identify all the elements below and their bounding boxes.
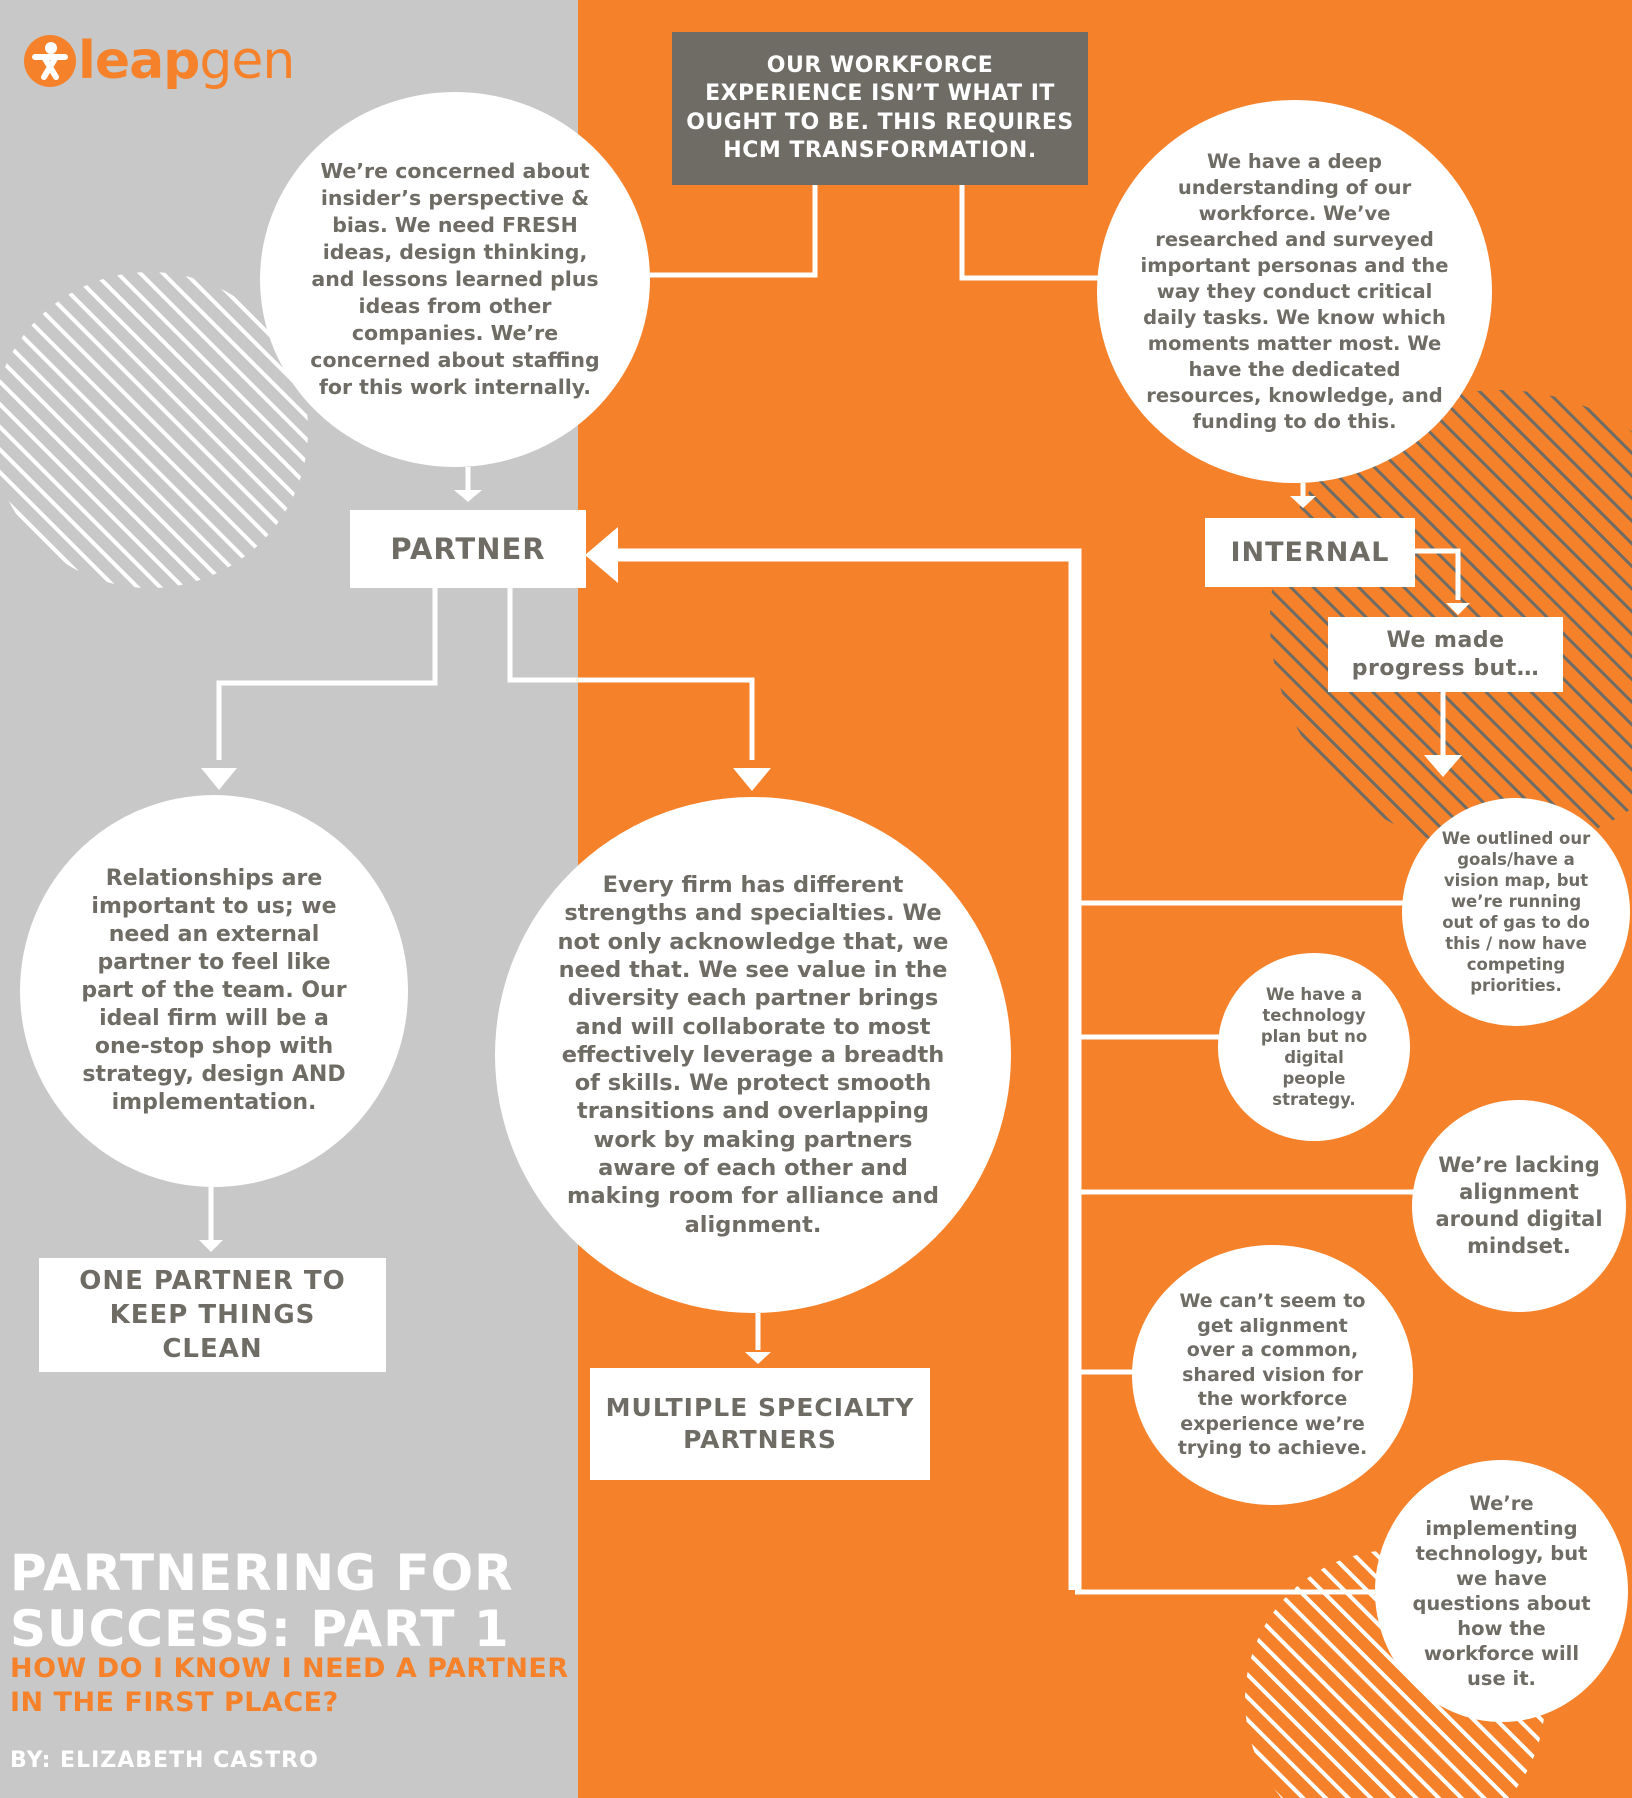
logo-word-gen: gen xyxy=(199,31,295,91)
top-statement-text: OUR WORKFORCE EXPERIENCE ISN’T WHAT IT O… xyxy=(686,52,1074,164)
arrow-to-internal xyxy=(1290,496,1316,508)
circle-outlined-goals-text: We outlined our goals/have a vision map,… xyxy=(1441,829,1591,995)
return-spine xyxy=(610,548,1082,1590)
hatch-circle-left xyxy=(0,272,308,588)
circle-deep-understanding-text: We have a deep understanding of our work… xyxy=(1140,149,1449,433)
circle-concerned-text: We’re concerned about insider’s perspect… xyxy=(310,159,600,399)
arrow-to-partner-big xyxy=(585,527,618,583)
circle-tech-plan-text: We have a technology plan but no digital… xyxy=(1260,985,1368,1109)
connector-partner-one xyxy=(216,588,438,760)
page-subtitle: HOW DO I KNOW I NEED A PARTNER IN THE FI… xyxy=(10,1653,569,1718)
multiple-partners-box: MULTIPLE SPECIALTY PARTNERS xyxy=(590,1368,930,1480)
progress-box: We made progress but… xyxy=(1328,617,1563,692)
arrow-to-every-firm xyxy=(733,768,771,791)
circle-implementing-text: We’re implementing technology, but we ha… xyxy=(1412,1492,1591,1690)
circle-outlined-goals: We outlined our goals/have a vision map,… xyxy=(1402,798,1630,1026)
circle-lacking-alignment-text: We’re lacking alignment around digital m… xyxy=(1435,1153,1603,1258)
circle-deep-understanding: We have a deep understanding of our work… xyxy=(1097,100,1492,483)
circle-every-firm: Every firm has different strengths and s… xyxy=(495,797,1011,1313)
circle-tech-plan: We have a technology plan but no digital… xyxy=(1218,953,1410,1141)
logo-person-icon xyxy=(24,35,76,87)
connector-internal-progress xyxy=(1415,548,1461,600)
top-statement-box: OUR WORKFORCE EXPERIENCE ISN’T WHAT IT O… xyxy=(672,32,1088,185)
multiple-partners-box-text: MULTIPLE SPECIALTY PARTNERS xyxy=(605,1393,915,1454)
one-partner-box-text: ONE PARTNER TO KEEP THINGS CLEAN xyxy=(79,1266,346,1364)
circle-lacking-alignment: We’re lacking alignment around digital m… xyxy=(1412,1100,1626,1312)
leapgen-logo: leapgen xyxy=(22,28,295,94)
circle-implementing: We’re implementing technology, but we ha… xyxy=(1375,1460,1628,1722)
circle-cant-seem: We can’t seem to get alignment over a co… xyxy=(1132,1245,1413,1505)
author-byline: BY: ELIZABETH CASTRO xyxy=(10,1748,319,1773)
arrow-to-one-partner xyxy=(199,1240,223,1252)
circle-concerned: We’re concerned about insider’s perspect… xyxy=(260,92,650,467)
arrow-to-outlined xyxy=(1424,755,1462,777)
connector-top-left xyxy=(650,185,818,278)
logo-word-leap: leap xyxy=(78,31,200,91)
internal-box-text: INTERNAL xyxy=(1230,537,1390,568)
internal-box: INTERNAL xyxy=(1205,518,1415,587)
circle-cant-seem-text: We can’t seem to get alignment over a co… xyxy=(1177,1290,1368,1460)
circle-relationships-text: Relationships are important to us; we ne… xyxy=(81,866,347,1115)
arrow-to-progress xyxy=(1446,603,1470,615)
connector-partner-multiple xyxy=(507,588,755,760)
circle-relationships: Relationships are important to us; we ne… xyxy=(20,795,408,1187)
arrow-to-relationships xyxy=(201,768,237,790)
progress-box-text: We made progress but… xyxy=(1351,627,1540,681)
circle-every-firm-text: Every firm has different strengths and s… xyxy=(557,872,949,1238)
connector-top-right xyxy=(959,185,1098,281)
partner-box: PARTNER xyxy=(350,510,586,588)
page-title: PARTNERING FOR SUCCESS: PART 1 xyxy=(10,1544,514,1658)
partner-box-text: PARTNER xyxy=(390,532,546,566)
arrow-to-multiple xyxy=(745,1352,771,1364)
arrow-to-partner xyxy=(454,490,482,502)
one-partner-box: ONE PARTNER TO KEEP THINGS CLEAN xyxy=(39,1258,386,1372)
